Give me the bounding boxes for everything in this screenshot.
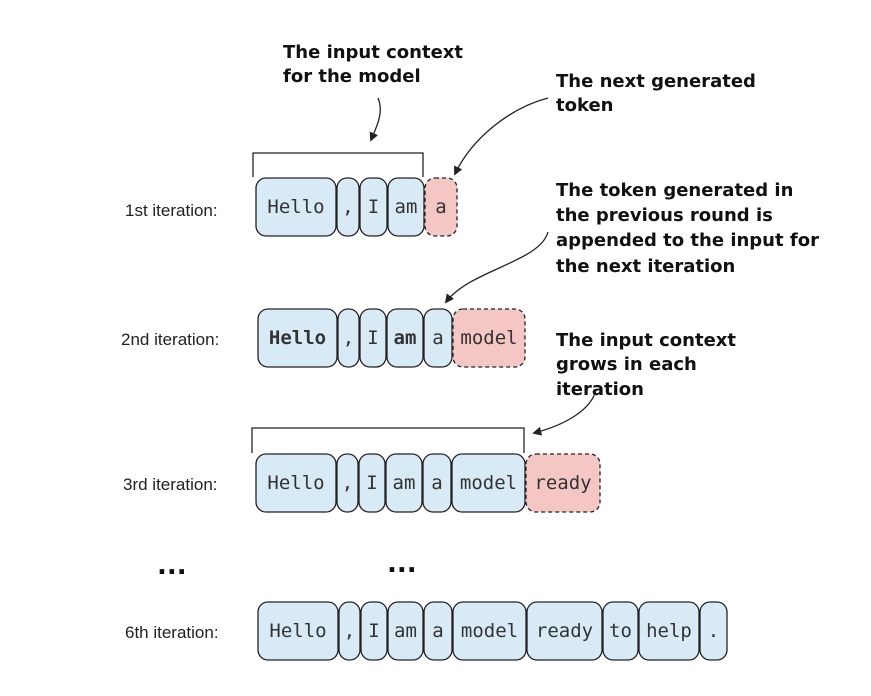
input-token-text: I xyxy=(368,196,379,218)
input-token-box xyxy=(699,601,728,661)
input-token-text: am xyxy=(394,620,417,642)
input-token-text: am xyxy=(395,196,418,218)
input-token-box xyxy=(257,601,339,661)
generated-token-text: ready xyxy=(534,472,591,494)
generated-token-text: model xyxy=(460,327,517,349)
input-token-text: , xyxy=(342,196,353,218)
input-token-text: am xyxy=(394,327,417,349)
input-token-box xyxy=(638,601,700,661)
annotation-context-grows: The input context grows in each iteratio… xyxy=(556,330,742,400)
input-token-box xyxy=(255,453,337,513)
input-token-box xyxy=(359,308,387,368)
input-token-text: I xyxy=(366,472,377,494)
ellipsis-left: ... xyxy=(157,551,187,581)
generated-token-box xyxy=(452,308,526,368)
generated-token-box xyxy=(525,453,601,513)
input-token-box xyxy=(387,177,425,237)
arrow-appended-token xyxy=(444,231,549,304)
iteration-label: 2nd iteration: xyxy=(121,330,219,349)
input-token-box xyxy=(423,308,453,368)
input-token-text: a xyxy=(432,620,443,642)
input-token-box xyxy=(359,177,388,237)
arrow-input-context xyxy=(369,97,381,142)
input-token-text: model xyxy=(461,620,518,642)
input-token-text: model xyxy=(460,472,517,494)
input-token-text: Hello xyxy=(269,620,326,642)
iteration-label: 6th iteration: xyxy=(125,623,219,642)
input-token-box xyxy=(337,308,360,368)
input-token-text: I xyxy=(367,327,378,349)
generated-token-box xyxy=(424,177,458,237)
input-token-box xyxy=(255,177,337,237)
input-token-box xyxy=(336,453,359,513)
input-token-box xyxy=(451,453,526,513)
input-token-text: am xyxy=(393,472,416,494)
input-token-box xyxy=(358,453,386,513)
input-token-text: Hello xyxy=(269,327,326,349)
input-token-text: a xyxy=(431,472,442,494)
iteration-label: 1st iteration: xyxy=(125,201,218,220)
input-token-text: Hello xyxy=(267,472,324,494)
input-token-box xyxy=(452,601,527,661)
input-token-box xyxy=(526,601,603,661)
input-token-text: . xyxy=(708,620,719,642)
annotation-input-context: The input context for the model xyxy=(283,42,469,87)
input-token-box xyxy=(422,453,452,513)
context-bracket-1st xyxy=(252,152,424,177)
input-token-text: Hello xyxy=(267,196,324,218)
context-bracket-3rd xyxy=(251,427,525,453)
input-token-text: , xyxy=(342,472,353,494)
input-token-text: to xyxy=(609,620,632,642)
input-token-box xyxy=(387,601,424,661)
input-token-text: , xyxy=(344,620,355,642)
input-token-text: ready xyxy=(536,620,593,642)
annotation-appended-token: The token generated in the previous roun… xyxy=(556,180,825,277)
input-token-text: I xyxy=(368,620,379,642)
iteration-label: 3rd iteration: xyxy=(123,475,218,494)
input-token-box xyxy=(360,601,388,661)
input-token-text: a xyxy=(432,327,443,349)
input-token-box xyxy=(385,453,423,513)
input-token-text: help xyxy=(646,620,692,642)
input-token-box xyxy=(423,601,453,661)
annotation-next-token: The next generated token xyxy=(556,71,762,116)
arrow-next-token xyxy=(453,97,549,176)
input-token-text: , xyxy=(343,327,354,349)
input-token-box xyxy=(257,308,338,368)
generated-token-text: a xyxy=(435,196,446,218)
arrow-context-grows xyxy=(532,389,597,436)
ellipsis-middle: ... xyxy=(387,549,417,579)
input-token-box xyxy=(338,601,361,661)
input-token-box xyxy=(602,601,639,661)
input-token-box xyxy=(336,177,360,237)
input-token-box xyxy=(386,308,424,368)
